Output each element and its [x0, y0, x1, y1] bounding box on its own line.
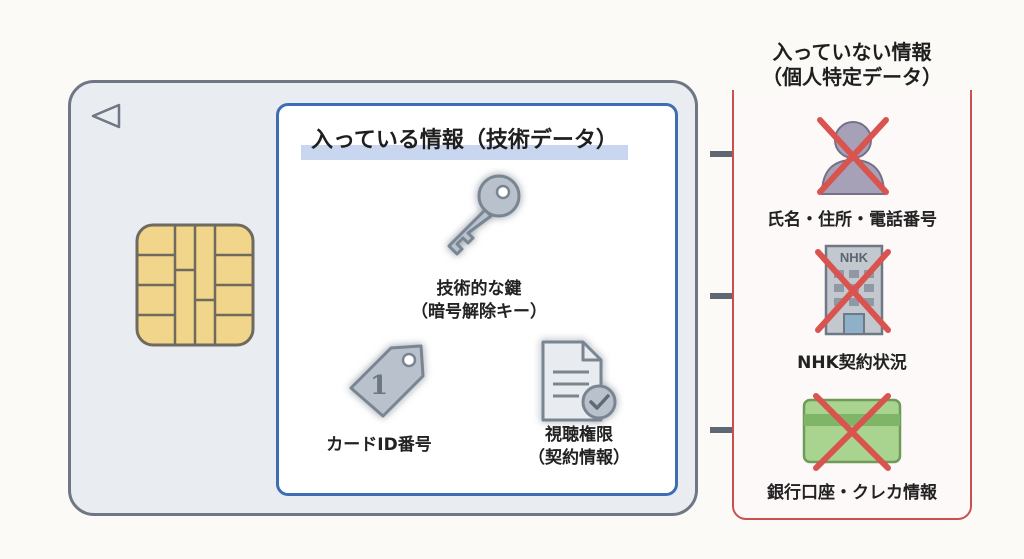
building-sign: NHK [840, 250, 869, 265]
nhk-contract-label: NHK契約状況 [797, 353, 907, 373]
card-orientation-icon [91, 103, 121, 129]
tag-number: 1 [370, 371, 388, 401]
key-label: 技術的な鍵 （暗号解除キー） [411, 279, 547, 322]
bank-card-label: 銀行口座・クレカ情報 [767, 483, 937, 503]
building-icon: NHK [815, 244, 891, 336]
card-id-label: カードID番号 [326, 435, 432, 455]
cross-icon [817, 117, 889, 195]
cross-icon [813, 393, 891, 471]
person-icon [817, 117, 889, 195]
smart-card: 入っている情報（技術データ） 技術的な鍵 （暗号解除キー） [68, 80, 698, 516]
contained-info-box: 入っている情報（技術データ） 技術的な鍵 （暗号解除キー） [276, 103, 678, 496]
excluded-info-title: 入っていない情報 （個人特定データ） [722, 40, 982, 90]
personal-info-label: 氏名・住所・電話番号 [767, 210, 937, 230]
viewing-rights-label: 視聴権限 （契約情報） [528, 425, 630, 468]
key-icon [447, 174, 521, 256]
contained-info-title: 入っている情報（技術データ） [301, 122, 628, 160]
ic-chip-icon [135, 223, 255, 347]
document-check-icon [541, 340, 617, 422]
tag-icon: 1 [349, 344, 425, 418]
cross-icon [815, 249, 891, 333]
credit-card-icon [802, 393, 902, 471]
